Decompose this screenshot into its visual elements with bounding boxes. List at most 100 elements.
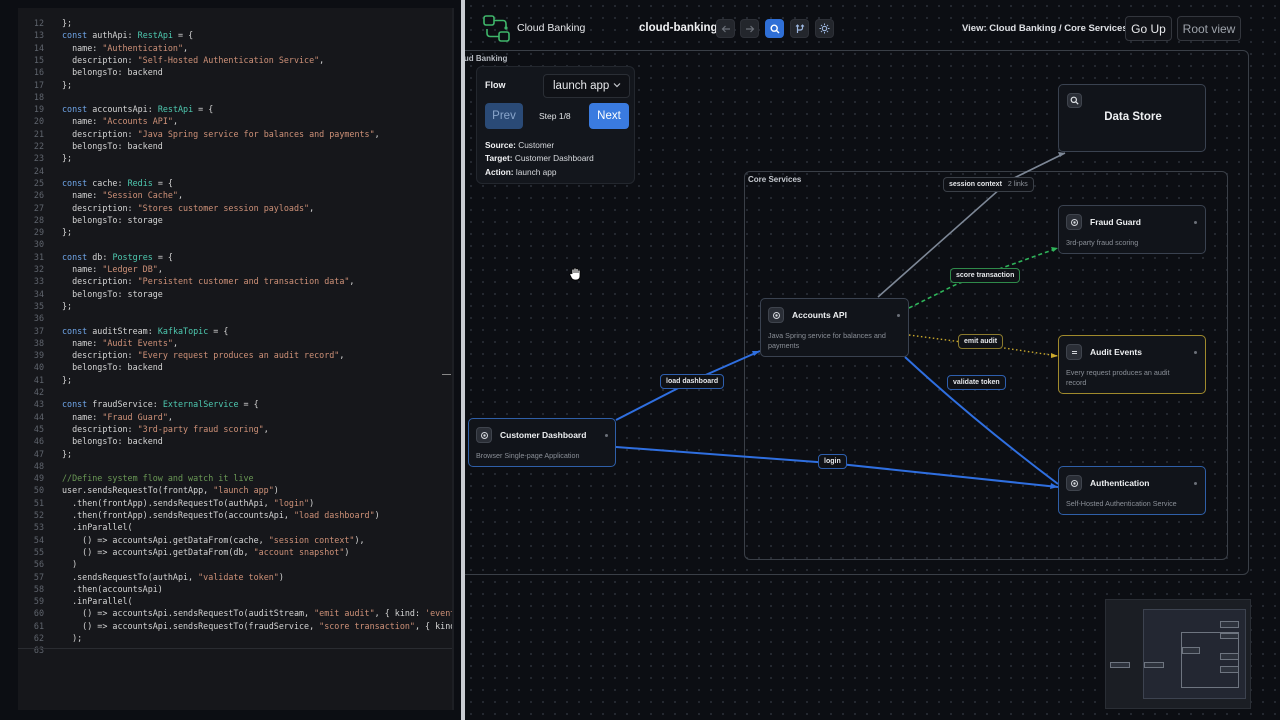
- code-line[interactable]: 47};: [18, 448, 454, 460]
- code-line[interactable]: 55 () => accountsApi.getDataFrom(db, "ac…: [18, 546, 454, 558]
- code-token: .inParallel(: [62, 522, 133, 533]
- code-token: cache:: [92, 177, 128, 188]
- branch-button[interactable]: [790, 19, 809, 38]
- theme-toggle-button[interactable]: [815, 19, 834, 38]
- edge-label-score-transaction[interactable]: score transaction: [950, 268, 1021, 283]
- code-line[interactable]: 29};: [18, 226, 454, 238]
- prev-step-button[interactable]: Prev: [485, 103, 523, 129]
- node-data-store[interactable]: Data Store: [1058, 84, 1206, 152]
- code-line[interactable]: 46 belongsTo: backend: [18, 435, 454, 447]
- code-line[interactable]: 62 );: [18, 632, 454, 644]
- minimap-node: [1220, 666, 1239, 673]
- edge-label-load-dashboard[interactable]: load dashboard: [660, 374, 725, 389]
- edge-label-emit-audit[interactable]: emit audit: [958, 334, 1004, 349]
- minimap[interactable]: [1105, 599, 1251, 709]
- code-line[interactable]: 52 .then(frontApp).sendsRequestTo(accoun…: [18, 509, 454, 521]
- code-line[interactable]: 32 name: "Ledger DB",: [18, 263, 454, 275]
- code-line[interactable]: 61 () => accountsApi.sendsRequestTo(frau…: [18, 620, 454, 632]
- code-line[interactable]: 49//Define system flow and watch it live: [18, 472, 454, 484]
- node-description: Self-Hosted Authentication Service: [1066, 499, 1177, 508]
- editor-scrollbar[interactable]: [452, 8, 454, 710]
- code-line[interactable]: 63: [18, 644, 454, 656]
- code-line[interactable]: 26 name: "Session Cache",: [18, 189, 454, 201]
- next-step-button[interactable]: Next: [589, 103, 629, 129]
- code-token: .inParallel(: [62, 596, 133, 607]
- search-button[interactable]: [765, 19, 784, 38]
- code-line[interactable]: 39 description: "Every request produces …: [18, 349, 454, 361]
- code-token: Postgres: [112, 251, 153, 262]
- line-number: 26: [33, 190, 44, 201]
- flow-target-value: Customer Dashboard: [514, 153, 594, 163]
- code-text: name: "Accounts API",: [62, 115, 178, 127]
- code-line[interactable]: 40 belongsTo: backend: [18, 361, 454, 373]
- line-number: 45: [33, 423, 44, 434]
- code-line[interactable]: 34 belongsTo: storage: [18, 288, 454, 300]
- code-text: description: "Stores customer session pa…: [62, 202, 314, 214]
- code-line[interactable]: 14 name: "Authentication",: [18, 42, 454, 54]
- code-line[interactable]: 42: [18, 386, 454, 398]
- code-line[interactable]: 18: [18, 91, 454, 103]
- code-line[interactable]: 35};: [18, 300, 454, 312]
- code-token: "launch app": [213, 485, 274, 496]
- go-up-button[interactable]: Go Up: [1125, 16, 1172, 41]
- code-line[interactable]: 54 () => accountsApi.getDataFrom(cache, …: [18, 534, 454, 546]
- code-line[interactable]: 41};: [18, 374, 454, 386]
- code-line[interactable]: 33 description: "Persistent customer and…: [18, 275, 454, 287]
- code-line[interactable]: 60 () => accountsApi.sendsRequestTo(audi…: [18, 607, 454, 619]
- code-line[interactable]: 12};: [18, 17, 454, 29]
- flow-select-value: launch app: [553, 80, 610, 92]
- code-token: = {: [152, 251, 173, 262]
- code-token: };: [62, 79, 73, 90]
- code-line[interactable]: 21 description: "Java Spring service for…: [18, 128, 454, 140]
- code-line[interactable]: 53 .inParallel(: [18, 521, 454, 533]
- edge-label-login[interactable]: login: [818, 454, 847, 469]
- diagram-canvas[interactable]: oud Banking Core Services session contex…: [465, 0, 1280, 720]
- code-line[interactable]: 45 description: "3rd-party fraud scoring…: [18, 423, 454, 435]
- code-line[interactable]: 51 .then(frontApp).sendsRequestTo(authAp…: [18, 497, 454, 509]
- pane-resize-handle[interactable]: [461, 0, 465, 720]
- node-fraud-guard[interactable]: Fraud Guard 3rd-party fraud scoring: [1058, 205, 1206, 254]
- code-line[interactable]: 44 name: "Fraud Guard",: [18, 411, 454, 423]
- line-number: 41: [33, 374, 44, 385]
- code-line[interactable]: 27 description: "Stores customer session…: [18, 202, 454, 214]
- code-line[interactable]: 23};: [18, 152, 454, 164]
- code-line[interactable]: 24: [18, 165, 454, 177]
- node-audit-events[interactable]: Audit Events Every request produces an a…: [1058, 335, 1206, 394]
- forward-button[interactable]: [740, 19, 759, 38]
- node-customer-dashboard[interactable]: Customer Dashboard Browser Single-page A…: [468, 418, 616, 467]
- code-line[interactable]: 58 .then(accountsApi): [18, 583, 454, 595]
- node-accounts-api[interactable]: Accounts API Java Spring service for bal…: [760, 298, 909, 357]
- code-line[interactable]: 22 belongsTo: backend: [18, 140, 454, 152]
- flow-select[interactable]: launch app: [543, 74, 630, 98]
- code-line[interactable]: 17};: [18, 79, 454, 91]
- root-view-button[interactable]: Root view: [1177, 16, 1241, 41]
- back-button[interactable]: [716, 19, 735, 38]
- node-authentication[interactable]: Authentication Self-Hosted Authenticatio…: [1058, 466, 1206, 515]
- code-token: belongsTo: backend: [62, 362, 163, 373]
- code-line[interactable]: 20 name: "Accounts API",: [18, 115, 454, 127]
- code-line[interactable]: 57 .sendsRequestTo(authApi, "validate to…: [18, 571, 454, 583]
- edge-label-session-context[interactable]: session context 2 links: [943, 177, 1034, 192]
- code-line[interactable]: 16 belongsTo: backend: [18, 66, 454, 78]
- code-token: name:: [62, 116, 103, 127]
- code-line[interactable]: 15 description: "Self-Hosted Authenticat…: [18, 54, 454, 66]
- code-line[interactable]: 56 ): [18, 558, 454, 570]
- code-line[interactable]: 38 name: "Audit Events",: [18, 337, 454, 349]
- code-line[interactable]: 28 belongsTo: storage: [18, 214, 454, 226]
- code-line[interactable]: 30: [18, 238, 454, 250]
- code-line[interactable]: 48: [18, 460, 454, 472]
- code-text: };: [62, 17, 72, 29]
- code-line[interactable]: 36: [18, 312, 454, 324]
- code-line[interactable]: 59 .inParallel(: [18, 595, 454, 607]
- line-number: 31: [33, 251, 44, 262]
- edge-label-validate-token[interactable]: validate token: [947, 375, 1006, 390]
- edge-validate-token: [904, 356, 1059, 485]
